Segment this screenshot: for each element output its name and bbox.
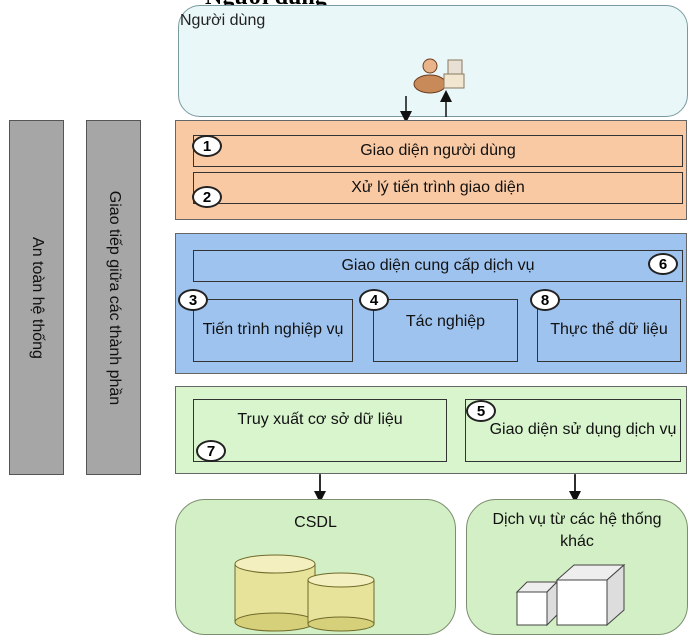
business-layer	[175, 233, 687, 374]
badge-5: 5	[466, 400, 496, 422]
service-interface-box: Giao diện cung cấp dịch vụ	[193, 250, 683, 282]
badge-3: 3	[178, 289, 208, 311]
ui-process-box: Xử lý tiến trình giao diện	[193, 172, 683, 204]
communication-bar: Giao tiếp giữa các thành phần	[86, 120, 141, 475]
service-consumer-label: Giao diện sử dụng dịch vụ	[489, 421, 677, 439]
operations-box: Tác nghiệp	[373, 299, 518, 362]
db-access-label: Truy xuất cơ sở dữ liệu	[237, 411, 403, 428]
service-consumer-box: Giao diện sử dụng dịch vụ	[465, 399, 681, 462]
business-process-label: Tiến trình nghiệp vụ	[202, 321, 344, 339]
external-systems-icon	[515, 563, 626, 627]
operations-label: Tác nghiệp	[405, 313, 486, 330]
ui-component-box: Giao diện người dùng	[193, 135, 683, 167]
database-cylinders-icon	[234, 554, 375, 632]
data-entity-box: Thực thể dữ liệu	[537, 299, 681, 362]
user-figure-icon	[413, 58, 465, 94]
external-services-label: Dịch vụ từ các hệ thống khác	[492, 511, 662, 550]
communication-bar-label: Giao tiếp giữa các thành phần	[105, 190, 123, 405]
database-label: CSDL	[294, 514, 337, 531]
badge-1: 1	[192, 135, 222, 157]
business-process-box: Tiến trình nghiệp vụ	[193, 299, 353, 362]
badge-6: 6	[648, 253, 678, 275]
ui-process-label: Xử lý tiến trình giao diện	[351, 178, 525, 196]
badge-4: 4	[359, 289, 389, 311]
security-bar-label: An toàn hệ thống	[28, 236, 46, 359]
data-layer	[175, 386, 687, 474]
badge-2: 2	[192, 186, 222, 208]
ui-component-label: Giao diện người dùng	[360, 141, 516, 159]
security-bar: An toàn hệ thống	[9, 120, 64, 475]
data-entity-label: Thực thể dữ liệu	[550, 321, 668, 339]
service-interface-label: Giao diện cung cấp dịch vụ	[341, 256, 535, 274]
badge-8: 8	[530, 289, 560, 311]
user-label: Người dùng	[180, 12, 266, 29]
badge-7: 7	[196, 440, 226, 462]
db-access-box: Truy xuất cơ sở dữ liệu	[193, 399, 447, 462]
